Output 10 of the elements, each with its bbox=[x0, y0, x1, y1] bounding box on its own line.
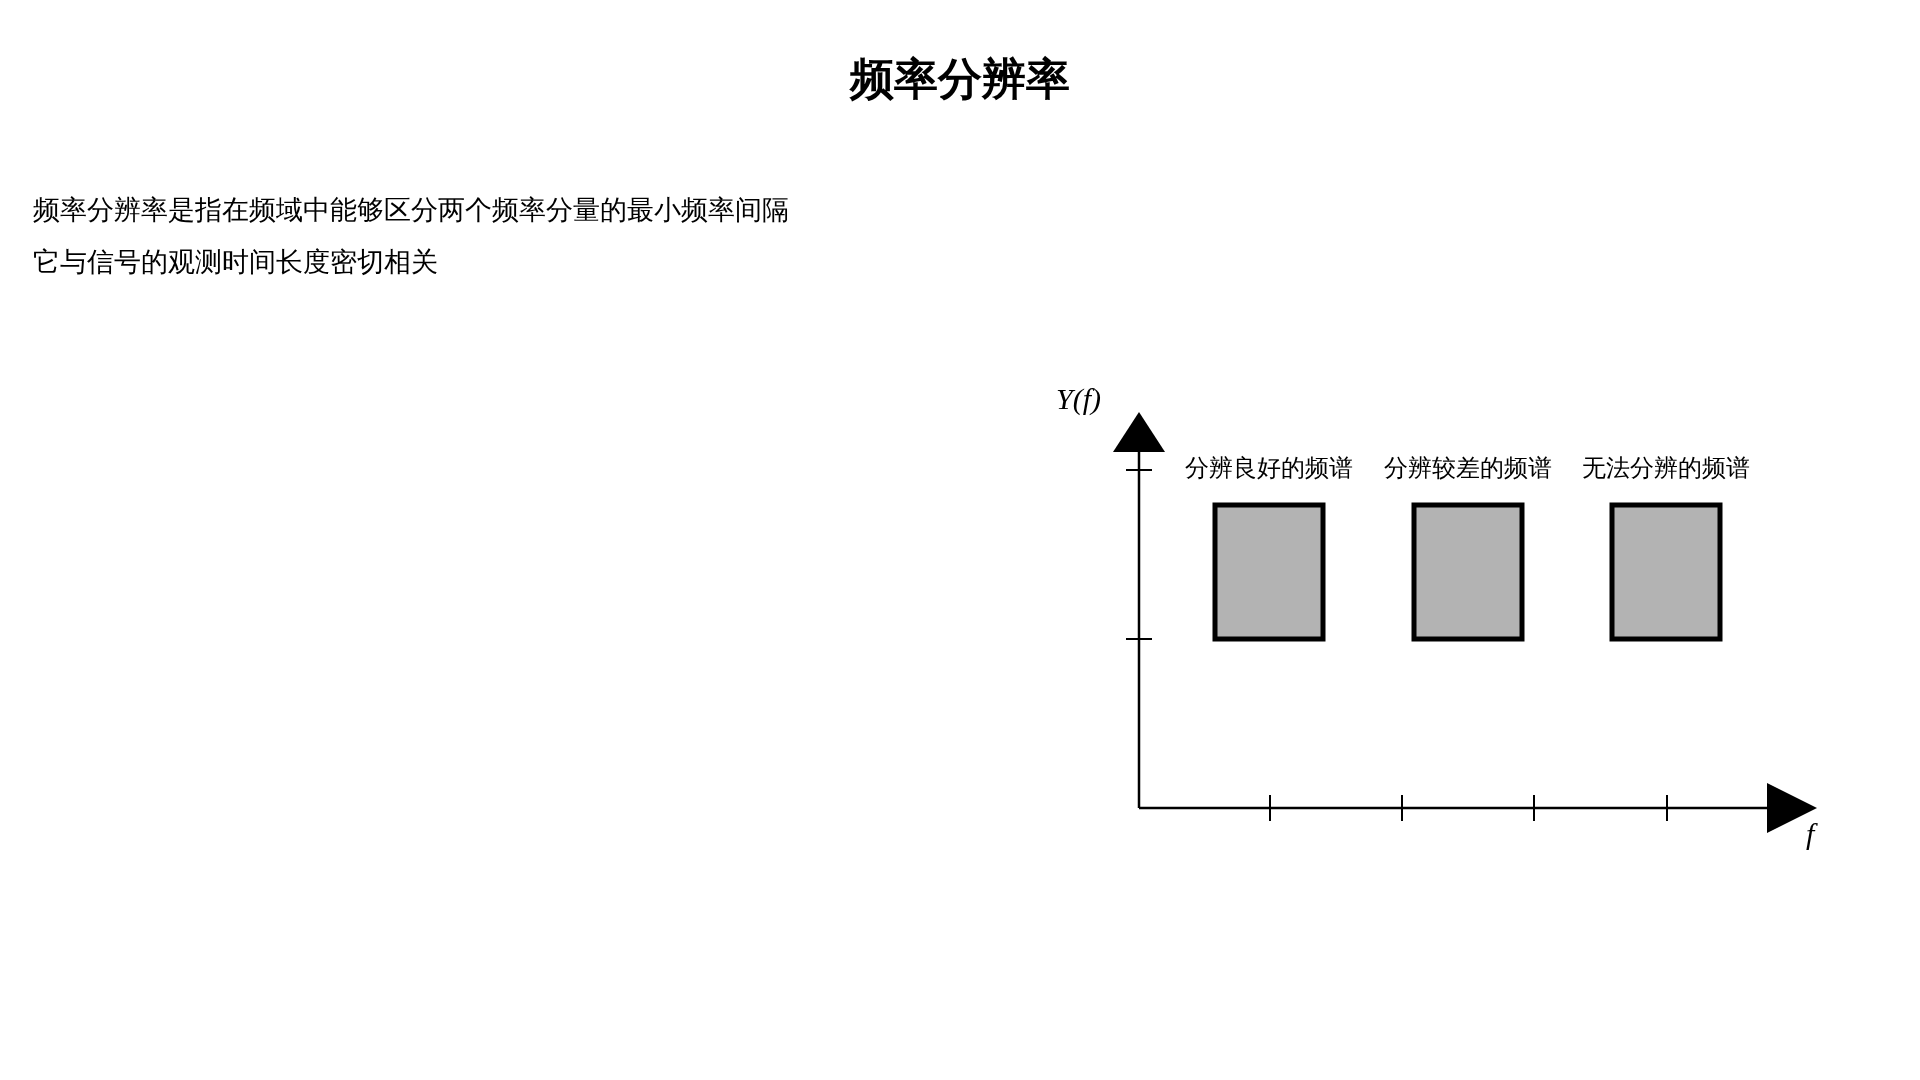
description-text: 它与信号的观测时间长度密切相关 bbox=[33, 245, 438, 279]
spectrum-caption: 分辨良好的频谱 bbox=[1184, 453, 1354, 484]
spectrum-caption: 分辨较差的频谱 bbox=[1383, 453, 1553, 484]
spectrum-block bbox=[1609, 502, 1723, 642]
spectrum-block bbox=[1212, 502, 1326, 642]
title: 频率分辨率 bbox=[848, 52, 1071, 106]
spectrum-caption: 无法分辨的频谱 bbox=[1581, 453, 1751, 484]
spectrum-block bbox=[1411, 502, 1525, 642]
description-text: 频率分辨率是指在频域中能够区分两个频率分量的最小频率间隔 bbox=[33, 193, 789, 227]
axis-label: Y(f) bbox=[1056, 382, 1101, 416]
